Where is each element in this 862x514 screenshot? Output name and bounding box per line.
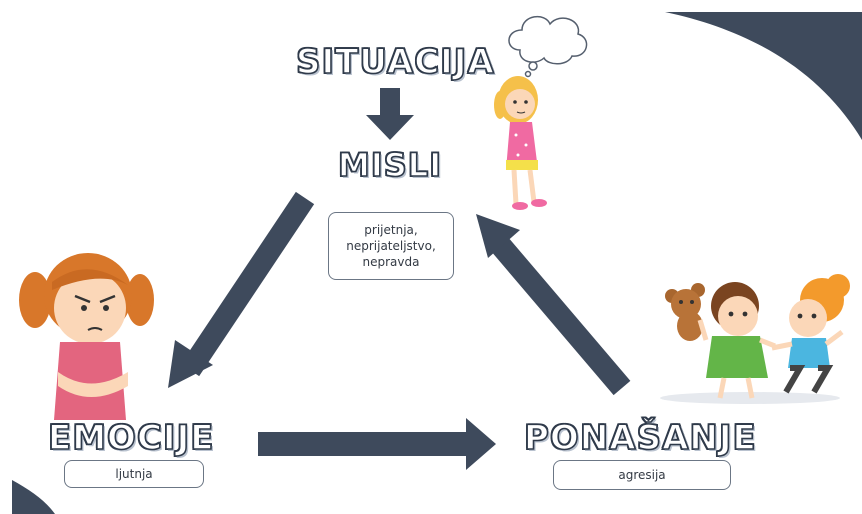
fighting-children-illustration xyxy=(660,274,850,404)
teddy-bear-icon xyxy=(665,283,705,341)
behavior-box: agresija xyxy=(553,460,731,490)
angry-girl-illustration xyxy=(19,253,154,420)
title-ponasanje: PONAŠANJE xyxy=(523,417,757,459)
thoughts-box-line-2: neprijateljstvo, xyxy=(346,239,436,253)
thoughts-box: prijetnja, neprijateljstvo, nepravda xyxy=(328,212,454,280)
title-situacija: SITUACIJA xyxy=(295,41,495,83)
thought-bubble-icon xyxy=(508,15,588,78)
thoughts-box-line-3: nepravda xyxy=(362,255,420,269)
top-right-corner-decoration xyxy=(665,12,862,140)
emotions-box: ljutnja xyxy=(64,460,204,488)
arrow-situation-to-thoughts xyxy=(366,88,414,140)
bottom-left-corner-decoration xyxy=(12,480,55,514)
arrow-behavior-to-thoughts xyxy=(476,214,631,396)
arrow-emotions-to-behavior xyxy=(258,418,496,470)
thinking-girl-illustration xyxy=(494,76,547,210)
title-misli: MISLI xyxy=(337,145,443,185)
title-emocije: EMOCIJE xyxy=(47,417,215,459)
arrow-thoughts-to-emotions xyxy=(168,191,315,388)
thoughts-box-line-1: prijetnja, xyxy=(364,223,418,237)
